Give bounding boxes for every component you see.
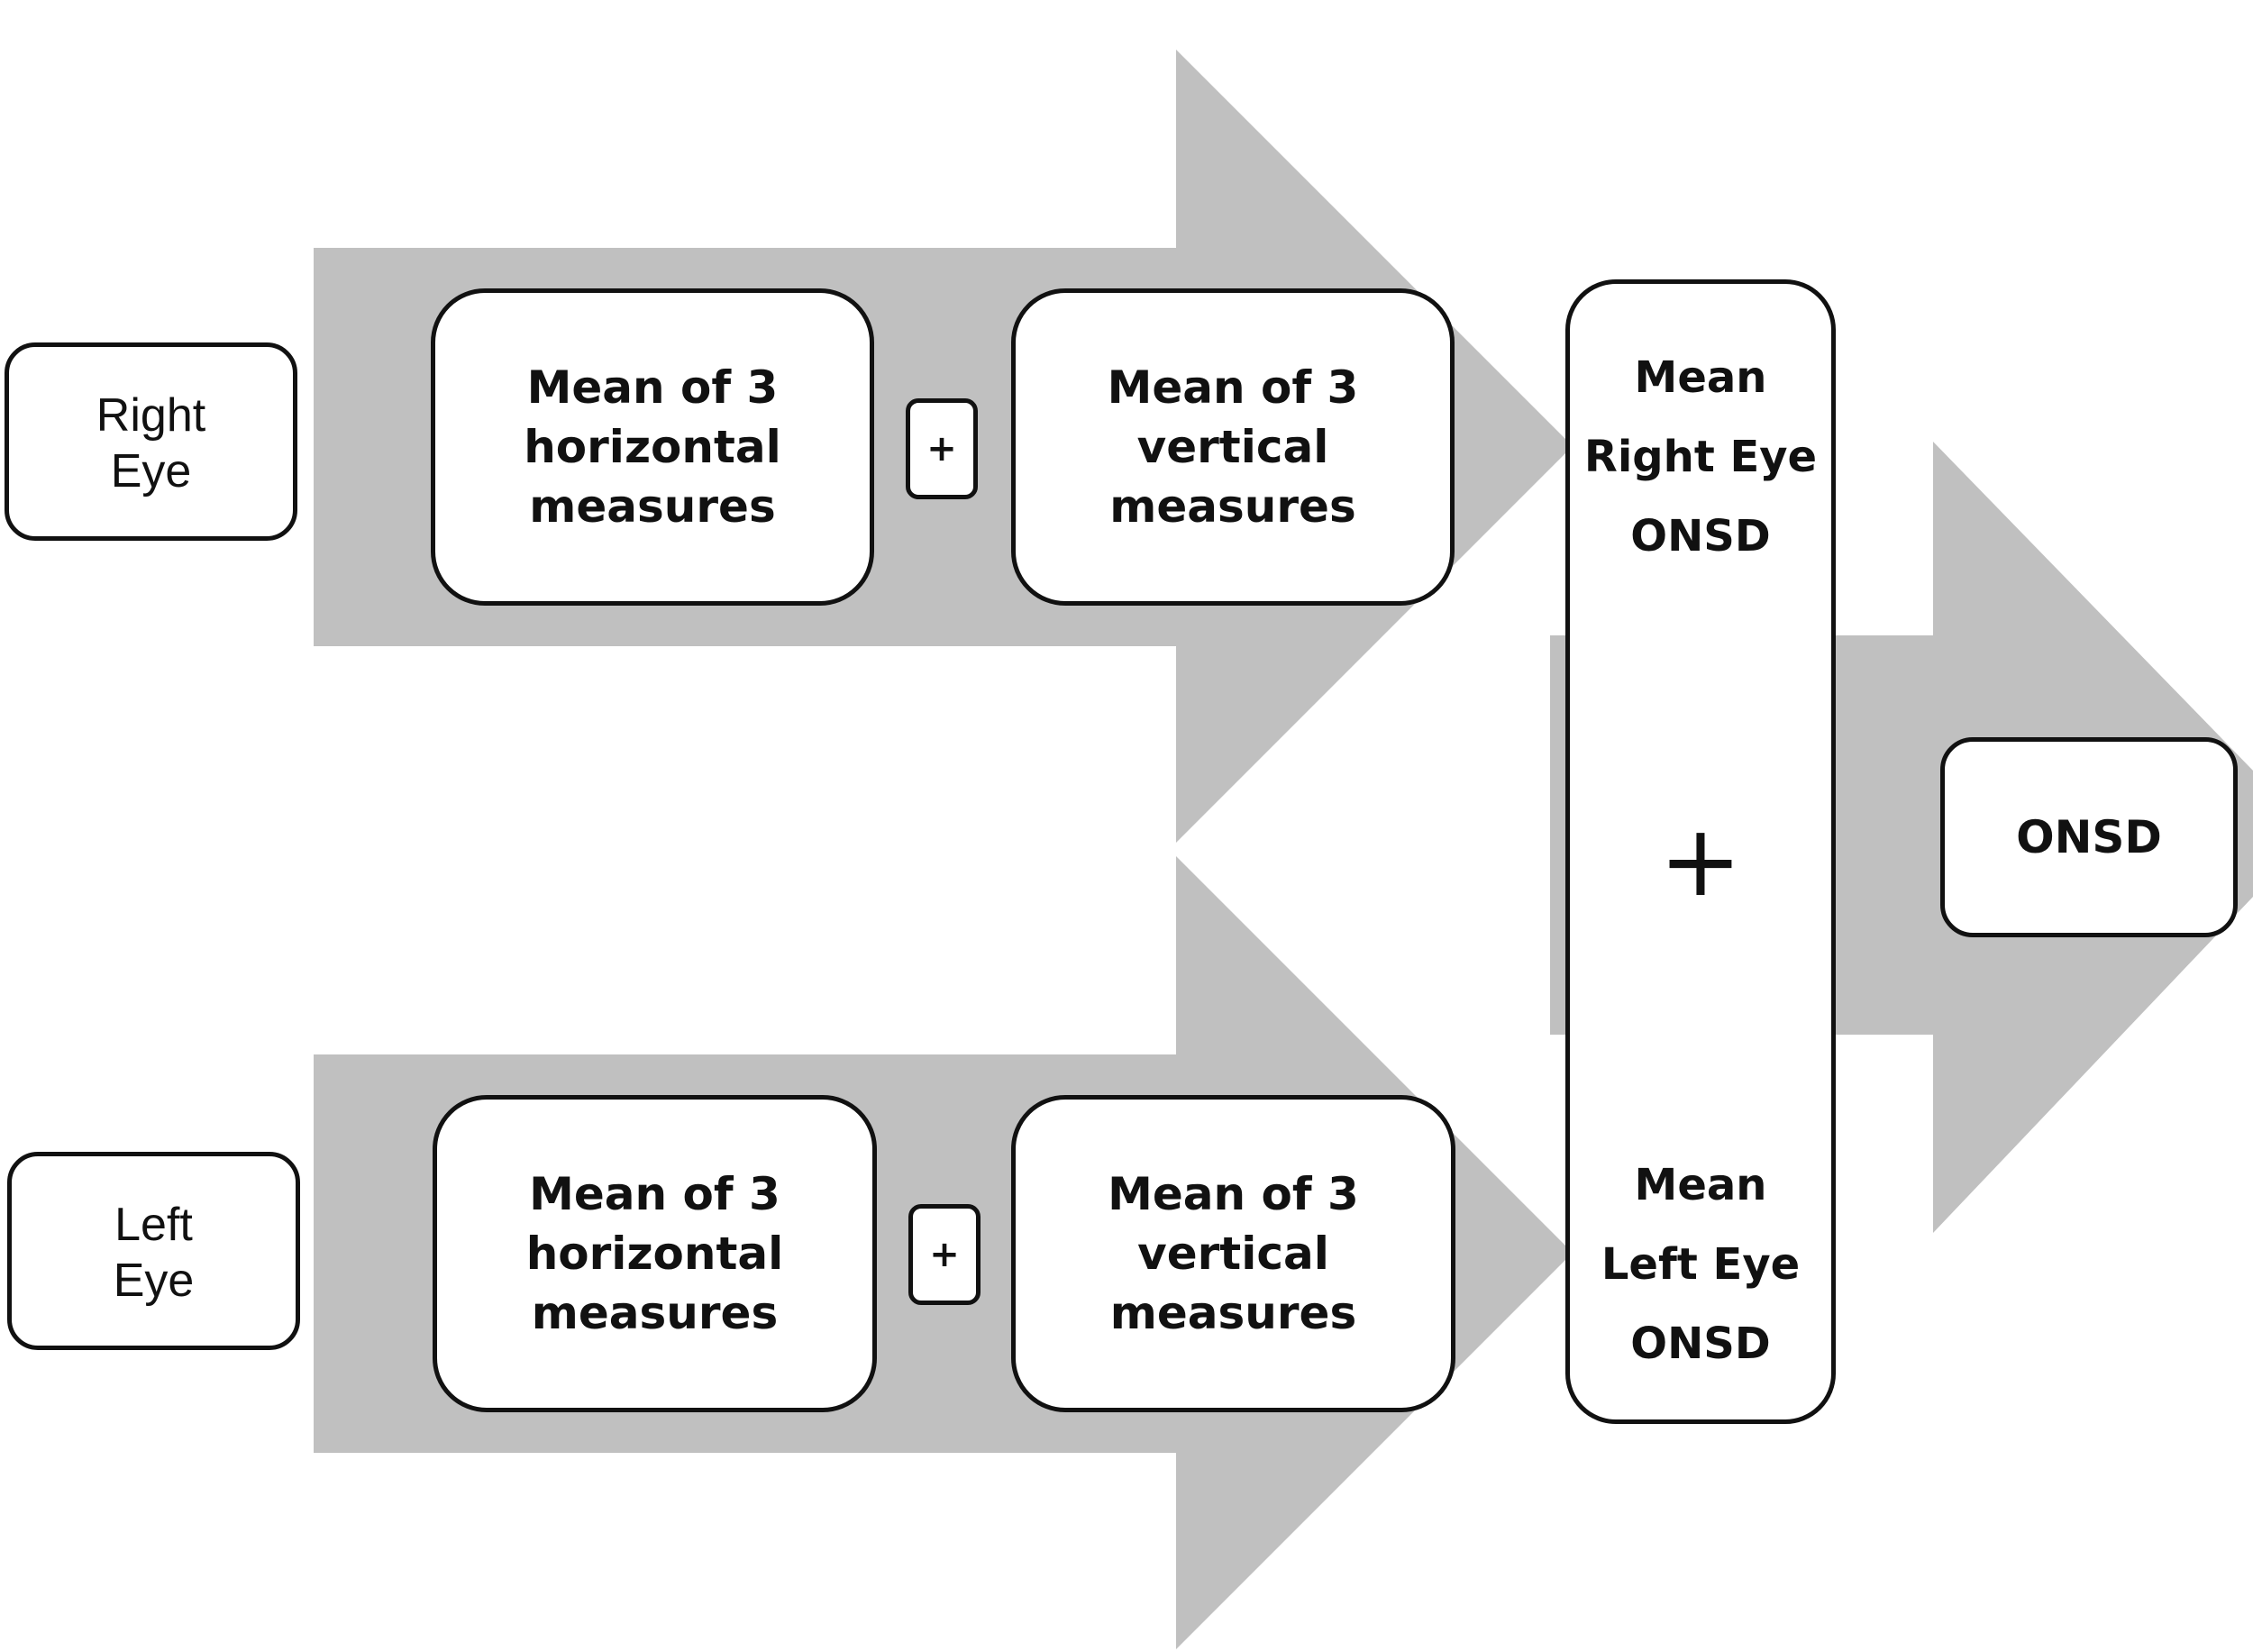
right-horizontal-line2: horizontal <box>524 421 781 473</box>
left-eye-label-line1: Left <box>114 1199 193 1251</box>
mean-right-line2: Right Eye <box>1583 432 1818 482</box>
right-vertical-line3: measures <box>1109 480 1356 533</box>
left-vertical-measures-box: Mean of 3 vertical measures <box>1011 1095 1455 1412</box>
right-plus-box: + <box>906 398 978 499</box>
right-vertical-measures-box: Mean of 3 vertical measures <box>1011 288 1455 606</box>
right-horizontal-line3: measures <box>529 480 776 533</box>
mean-right-line1: Mean <box>1634 352 1767 403</box>
left-vertical-line2: vertical <box>1137 1228 1329 1280</box>
right-eye-label: Right Eye <box>5 342 297 541</box>
left-vertical-line1: Mean of 3 <box>1108 1168 1359 1220</box>
right-eye-label-line1: Right <box>96 389 206 442</box>
combined-mean-column: Mean Right Eye ONSD + Mean Left Eye ONSD <box>1565 279 1836 1424</box>
mean-left-line1: Mean <box>1634 1160 1767 1210</box>
mean-right-line3: ONSD <box>1630 511 1771 561</box>
mean-left-line3: ONSD <box>1630 1319 1771 1369</box>
mean-right-eye-onsd: Mean Right Eye ONSD <box>1584 338 1817 576</box>
right-vertical-line2: vertical <box>1136 421 1329 473</box>
right-plus-sign: + <box>926 428 957 470</box>
left-horizontal-line1: Mean of 3 <box>529 1168 780 1220</box>
left-eye-label: Left Eye <box>7 1152 300 1350</box>
combined-plus-sign: + <box>1658 803 1743 918</box>
mean-left-line2: Left Eye <box>1601 1239 1801 1290</box>
onsd-result-box: ONSD <box>1940 737 2238 937</box>
left-vertical-line3: measures <box>1109 1287 1357 1339</box>
left-eye-label-line2: Eye <box>113 1255 195 1307</box>
right-vertical-line1: Mean of 3 <box>1107 361 1359 414</box>
right-eye-label-line2: Eye <box>110 445 192 497</box>
mean-left-eye-onsd: Mean Left Eye ONSD <box>1601 1145 1800 1383</box>
left-plus-box: + <box>908 1204 981 1305</box>
onsd-result-label: ONSD <box>2016 811 2162 863</box>
right-horizontal-measures-box: Mean of 3 horizontal measures <box>431 288 874 606</box>
right-horizontal-line1: Mean of 3 <box>526 361 779 414</box>
left-horizontal-measures-box: Mean of 3 horizontal measures <box>433 1095 877 1412</box>
left-horizontal-line2: horizontal <box>525 1228 784 1280</box>
left-plus-sign: + <box>929 1234 960 1275</box>
left-horizontal-line3: measures <box>531 1287 779 1339</box>
